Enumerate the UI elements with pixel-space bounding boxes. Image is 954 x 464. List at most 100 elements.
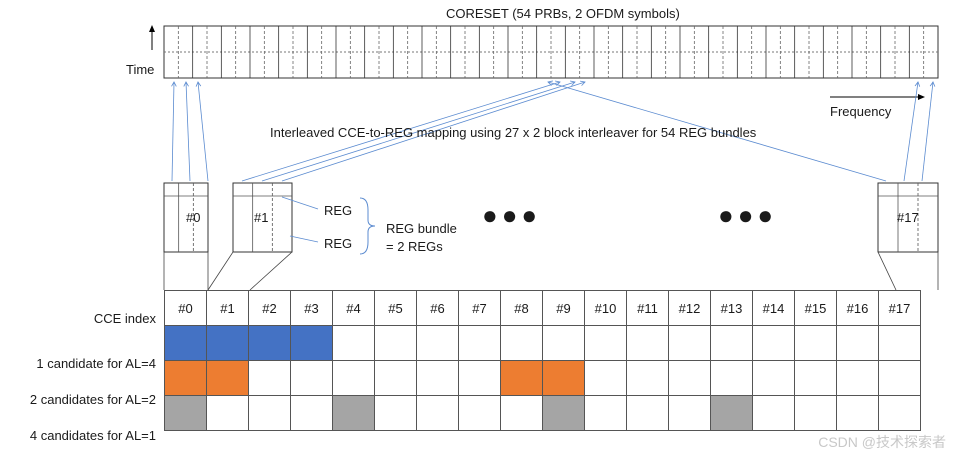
reg-bundle-brace [359, 197, 376, 255]
candidate-cell [584, 360, 627, 396]
candidate-cell [836, 395, 879, 431]
cce-index-cell: #4 [332, 290, 375, 326]
ellipsis-dots-1: ●●● [482, 200, 542, 230]
candidate-cell [500, 325, 543, 361]
candidate-cell [668, 360, 711, 396]
cce-index-cell: #1 [206, 290, 249, 326]
reg-bundle-size: = 2 REGs [386, 239, 443, 254]
candidate-cell [458, 395, 501, 431]
cce-index-cell: #9 [542, 290, 585, 326]
candidate-cell [164, 325, 207, 361]
candidate-row [164, 325, 921, 361]
cce-index-cell: #14 [752, 290, 795, 326]
cce-index-cell: #11 [626, 290, 669, 326]
mapping-arrow-head [183, 81, 189, 87]
mapping-arrow [241, 81, 561, 182]
candidate-row [164, 395, 921, 431]
cce-box-label-0: #0 [186, 210, 201, 225]
mapping-arrow-head [195, 81, 202, 87]
reg-label-2: REG [324, 236, 353, 251]
candidate-cell [836, 325, 879, 361]
candidate-cell [290, 395, 333, 431]
mapping-arrow-head [555, 80, 561, 86]
candidate-cell [752, 360, 795, 396]
cce-box-2 [877, 182, 939, 253]
candidate-cell [626, 325, 669, 361]
mapping-arrow [281, 81, 586, 182]
candidate-cell [290, 360, 333, 396]
mapping-caption: Interleaved CCE-to-REG mapping using 27 … [270, 125, 757, 140]
frequency-label: Frequency [830, 104, 892, 119]
cce-index-cell: #7 [458, 290, 501, 326]
candidate-cell [206, 395, 249, 431]
candidate-cell [248, 360, 291, 396]
watermark: CSDN @技术探索者 [818, 434, 946, 450]
candidate-cell [878, 325, 921, 361]
cce-box-1 [232, 182, 293, 253]
candidate-cell [710, 360, 753, 396]
candidate-cell [752, 325, 795, 361]
candidate-cell [164, 360, 207, 396]
coreset-title: CORESET (54 PRBs, 2 OFDM symbols) [446, 6, 680, 21]
time-arrow-head [149, 25, 155, 32]
candidate-cell [290, 325, 333, 361]
candidate-cell [374, 325, 417, 361]
cce-index-cell: #16 [836, 290, 879, 326]
mapping-arrow [261, 81, 576, 182]
candidate-cell [626, 360, 669, 396]
candidate-cell [416, 395, 459, 431]
cce-index-cell: #17 [878, 290, 921, 326]
mapping-arrow [903, 81, 919, 182]
row-label-al2: 2 candidates for AL=2 [29, 392, 156, 407]
connector-lines [163, 251, 939, 291]
candidate-cell [668, 325, 711, 361]
cce-box-label-17: #17 [897, 210, 919, 225]
coreset-prb-columns [177, 26, 925, 78]
candidate-cell [836, 360, 879, 396]
candidate-cell [500, 395, 543, 431]
cce-index-cell: #12 [668, 290, 711, 326]
candidate-cell [164, 395, 207, 431]
candidate-row [164, 360, 921, 396]
ellipsis-dots-2: ●●● [718, 200, 778, 230]
candidate-cell [794, 325, 837, 361]
candidate-cell [878, 395, 921, 431]
cce-index-cell: #0 [164, 290, 207, 326]
mapping-arrow-head [570, 80, 576, 86]
row-label-al4: 1 candidate for AL=4 [36, 356, 156, 371]
candidate-cell [626, 395, 669, 431]
cce-boxes [163, 182, 939, 253]
mapping-arrow-head [547, 80, 553, 86]
mapping-arrow [171, 81, 175, 182]
candidate-cell [206, 360, 249, 396]
candidate-cell [794, 395, 837, 431]
reg-pointer-2 [289, 235, 319, 243]
mapping-arrow-head [929, 81, 936, 87]
cce-box-label-1: #1 [254, 210, 269, 225]
mapping-arrow [185, 81, 191, 182]
reg-pointer-1 [281, 196, 319, 210]
candidate-cell [668, 395, 711, 431]
time-label: Time [126, 62, 155, 77]
reg-bundle-label: REG bundle [386, 221, 457, 236]
mapping-arrow [921, 81, 934, 182]
candidate-cell [542, 325, 585, 361]
candidate-cell [710, 395, 753, 431]
cce-index-label: CCE index [93, 311, 156, 326]
cce-candidate-table: #0#1#2#3#4#5#6#7#8#9#10#11#12#13#14#15#1… [164, 290, 921, 431]
candidate-cell [416, 325, 459, 361]
mapping-arrow-head [914, 81, 921, 87]
mapping-arrow-head [580, 80, 586, 86]
candidate-cell [206, 325, 249, 361]
cce-index-cell: #10 [584, 290, 627, 326]
candidate-cell [416, 360, 459, 396]
cce-index-cell: #6 [416, 290, 459, 326]
candidate-cell [710, 325, 753, 361]
candidate-cell [332, 325, 375, 361]
candidate-cell [752, 395, 795, 431]
cce-index-cell: #5 [374, 290, 417, 326]
mapping-arrows [171, 80, 936, 182]
cce-index-cell: #3 [290, 290, 333, 326]
cce-index-cell: #8 [500, 290, 543, 326]
candidate-cell [500, 360, 543, 396]
